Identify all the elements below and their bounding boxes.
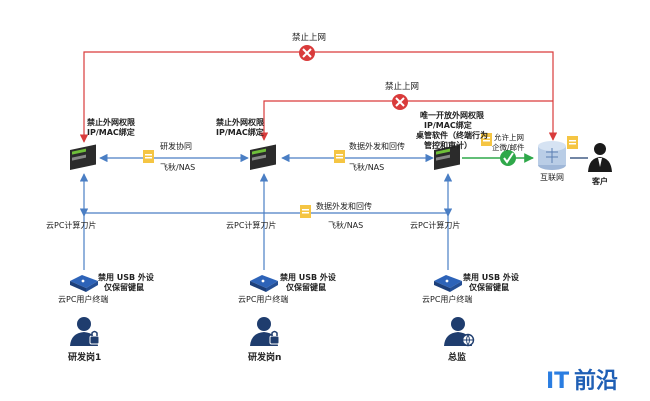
collab-label: 研发协同: [160, 141, 192, 151]
person-label-2: 研发岗n: [248, 351, 281, 363]
allow-label-1: 允许上网: [494, 132, 524, 142]
left-server-label-2: IP/MAC绑定: [87, 127, 135, 137]
terminal-label-2: 云PC用户终端: [238, 294, 288, 304]
person-label-3: 总监: [448, 351, 466, 363]
brand-logo-part-a: IT: [546, 369, 569, 394]
usb-label-2b: 仅保留键鼠: [285, 282, 326, 292]
usb-label-2a: 禁用 USB 外设: [279, 272, 336, 282]
feiqiu-label-3: 飞秋/NAS: [328, 220, 363, 230]
right-server-label-3: 桌管软件（终端行为: [415, 130, 488, 140]
server-icon: [70, 144, 96, 170]
usb-label-1b: 仅保留键鼠: [103, 282, 144, 292]
forbid-mid-label: 禁止上网: [385, 81, 419, 92]
blade-label-2: 云PC计算刀片: [226, 220, 276, 230]
mid-server-label-2: IP/MAC绑定: [216, 127, 264, 137]
left-server-label-1: 禁止外网权限: [86, 117, 135, 127]
mid-server-label-1: 禁止外网权限: [215, 117, 264, 127]
user-icon: [444, 317, 475, 347]
document-icon: [481, 133, 492, 146]
internet-label: 互联网: [540, 173, 564, 182]
allow-label-2: 企微/邮件: [492, 142, 525, 152]
forbid-mid-connector: [259, 100, 553, 141]
right-server-label-1: 唯一开放外网权限: [420, 110, 484, 120]
allow-check-icon: [500, 150, 516, 166]
forbid-icon: [392, 94, 408, 110]
server-icon: [250, 144, 276, 170]
document-icon: [567, 136, 578, 149]
forbid-icon: [299, 45, 315, 61]
document-icon: [300, 205, 311, 218]
terminal-links: [79, 173, 453, 270]
forbid-top-connector: [79, 51, 558, 143]
right-server-label-2: IP/MAC绑定: [424, 120, 472, 130]
blade-label-1: 云PC计算刀片: [46, 220, 96, 230]
data-exchange-label-top: 数据外发和回传: [349, 141, 405, 151]
customer-icon: [588, 143, 612, 172]
server-icon: [434, 144, 460, 170]
feiqiu-label-1: 飞秋/NAS: [160, 162, 195, 172]
customer-label: 客户: [591, 176, 608, 186]
thin-client-icon: [250, 275, 278, 292]
thin-client-icon: [434, 275, 462, 292]
document-icon: [334, 150, 345, 163]
internet-icon: [538, 141, 566, 170]
user-icon: [70, 317, 100, 346]
feiqiu-label-2: 飞秋/NAS: [349, 162, 384, 172]
usb-label-1a: 禁用 USB 外设: [97, 272, 154, 282]
terminal-label-3: 云PC用户终端: [422, 294, 472, 304]
brand-logo: IT 前沿: [540, 360, 650, 401]
user-icon: [250, 317, 280, 346]
blade-label-3: 云PC计算刀片: [410, 220, 460, 230]
data-exchange-label-bottom: 数据外发和回传: [316, 201, 372, 211]
forbid-top-label: 禁止上网: [292, 32, 326, 43]
usb-label-3a: 禁用 USB 外设: [462, 272, 519, 282]
document-icon: [143, 150, 154, 163]
thin-client-icon: [70, 275, 98, 292]
bottom-data-bus: [79, 208, 453, 217]
right-server-label-4: 管控和审计）: [424, 140, 472, 150]
terminal-label-1: 云PC用户终端: [58, 294, 108, 304]
brand-logo-part-b: 前沿: [574, 368, 618, 394]
person-label-1: 研发岗1: [68, 351, 101, 363]
usb-label-3b: 仅保留键鼠: [468, 282, 509, 292]
